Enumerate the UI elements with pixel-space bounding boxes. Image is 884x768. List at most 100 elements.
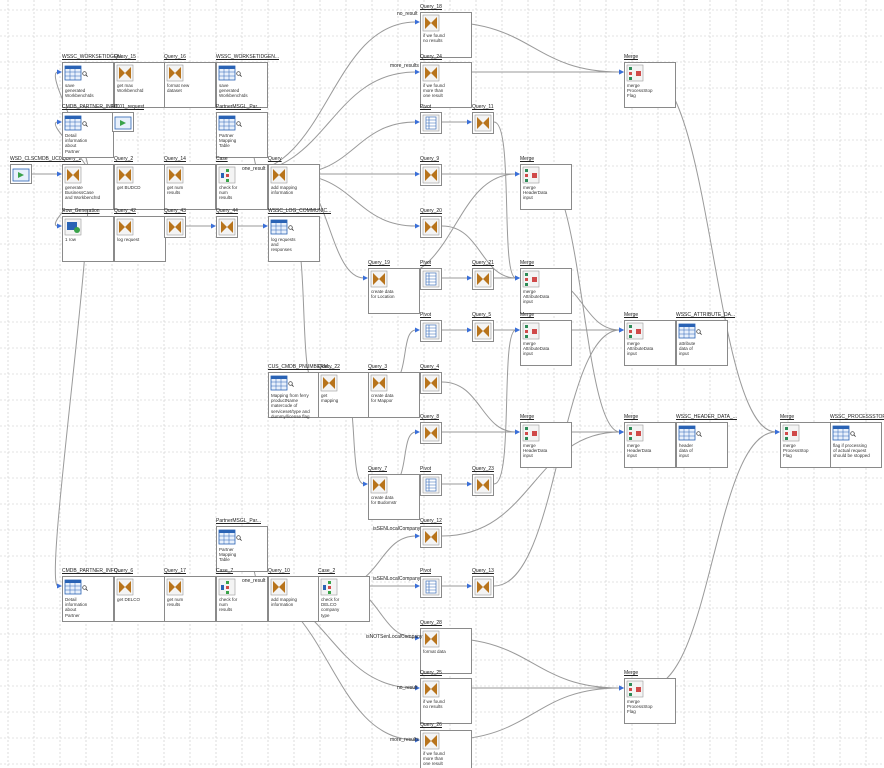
node-title[interactable]: WSSC_HEADER_DATA_... (676, 414, 737, 420)
node-title[interactable]: Case_7 (216, 568, 234, 574)
node-box[interactable]: log request (114, 216, 166, 262)
node-box[interactable]: get DELCO (114, 576, 166, 622)
node-box[interactable]: get mapping (318, 372, 370, 418)
node-title[interactable]: Query_44 (216, 208, 238, 214)
node-title[interactable]: Query_10 (268, 568, 290, 574)
node-box[interactable] (420, 526, 442, 548)
node-box[interactable]: check for num results (216, 576, 268, 622)
node-title[interactable]: Query_22 (318, 364, 340, 370)
node-box[interactable]: 1 row (62, 216, 114, 262)
node-title[interactable]: Query_9 (420, 156, 440, 162)
node-title[interactable]: CMDB_PARTNER_INFO... (62, 568, 122, 574)
node-title[interactable]: Row_Generation (62, 208, 100, 214)
node-box[interactable]: flag if processing of actual request sho… (830, 422, 882, 468)
node-title[interactable]: Pivot (420, 568, 432, 574)
node-box[interactable] (420, 576, 442, 598)
node-box[interactable]: merge AttributeData input (520, 320, 572, 366)
node-title[interactable]: WSD_CLSCMDB_UC01... (10, 156, 69, 162)
node-box[interactable]: create data for Location (368, 268, 420, 314)
node-title[interactable]: Query_23 (472, 466, 494, 472)
node-title[interactable]: Query_1 (62, 156, 82, 162)
node-box[interactable] (420, 216, 442, 238)
node-box[interactable] (216, 216, 238, 238)
node-title[interactable]: Pivot (420, 312, 432, 318)
node-box[interactable] (420, 422, 442, 444)
node-title[interactable]: WSSC_ATTRIBUTE_DA... (676, 312, 736, 318)
node-title[interactable]: Query (268, 156, 282, 162)
node-box[interactable]: if we found no results (420, 678, 472, 724)
node-title[interactable]: Pivot (420, 104, 432, 110)
node-title[interactable]: Query_18 (420, 4, 442, 10)
node-box[interactable]: merge AttributeData input (624, 320, 676, 366)
node-title[interactable]: Query_19 (368, 260, 390, 266)
node-box[interactable]: format new dataset (164, 62, 216, 108)
node-box[interactable]: Mapping from ferry productName matercode… (268, 372, 320, 419)
node-title[interactable]: Query_7 (368, 466, 388, 472)
node-box[interactable]: format data (420, 628, 472, 674)
node-title[interactable]: Query_14 (164, 156, 186, 162)
node-title[interactable]: CMDB_PARTNER_INFO... (62, 104, 122, 110)
node-title[interactable]: Merge (520, 414, 535, 420)
node-box[interactable]: Detail information about Partner (62, 576, 114, 622)
node-box[interactable] (10, 164, 32, 184)
node-title[interactable]: WSSC_WORKSETIDGEN... (216, 54, 280, 60)
node-box[interactable] (420, 474, 442, 496)
node-title[interactable]: Query_28 (420, 620, 442, 626)
node-title[interactable]: Case (216, 156, 228, 162)
node-box[interactable] (112, 112, 134, 132)
node-box[interactable] (472, 268, 494, 290)
node-title[interactable]: Query_3 (368, 364, 388, 370)
node-title[interactable]: Case_2 (318, 568, 336, 574)
node-box[interactable]: merge ProcessStop Flag (624, 678, 676, 724)
node-box[interactable]: check for num results (216, 164, 268, 210)
node-title[interactable]: Merge (520, 260, 535, 266)
node-title[interactable]: Query_25 (420, 670, 442, 676)
node-title[interactable]: Merge (624, 312, 639, 318)
node-title[interactable]: Merge (624, 670, 639, 676)
node-box[interactable]: merge AttributeData input (520, 268, 572, 314)
node-title[interactable]: PartnerMSGL_Par... (216, 104, 262, 110)
node-box[interactable]: merge HeaderData input (520, 422, 572, 468)
node-title[interactable]: WSSC_LOG_COMMUNIC... (268, 208, 332, 214)
node-box[interactable]: get max WorkbenchId (114, 62, 166, 108)
node-title[interactable]: WSSC_WORKSETIDGEN... (62, 54, 126, 60)
node-title[interactable]: Query_11 (472, 104, 494, 110)
node-box[interactable]: merge ProcessStop Flag (624, 62, 676, 108)
node-title[interactable]: Merge (780, 414, 795, 420)
node-box[interactable]: get num results (164, 164, 216, 210)
node-box[interactable]: log requests and responses (268, 216, 320, 262)
node-box[interactable] (420, 320, 442, 342)
node-title[interactable]: Query_26 (420, 722, 442, 728)
node-box[interactable]: generate BusinessCase and WorkbenchId (62, 164, 114, 210)
node-box[interactable]: save generated WorkbenchIds (216, 62, 268, 108)
node-title[interactable]: Pivot (420, 466, 432, 472)
node-box[interactable]: get num results (164, 576, 216, 622)
node-box[interactable] (420, 268, 442, 290)
node-title[interactable]: Query_16 (164, 54, 186, 60)
node-box[interactable] (420, 372, 442, 394)
node-title[interactable]: Merge (624, 414, 639, 420)
node-title[interactable]: Query_6 (114, 568, 134, 574)
node-box[interactable]: get BUDCD (114, 164, 166, 210)
node-title[interactable]: Merge (520, 156, 535, 162)
node-title[interactable]: Query_43 (164, 208, 186, 214)
node-title[interactable]: Query_15 (114, 54, 136, 60)
node-title[interactable]: PartnerMSGL_Par... (216, 518, 262, 524)
node-title[interactable]: Query_5 (472, 312, 492, 318)
node-title[interactable]: Query_13 (472, 568, 494, 574)
node-title[interactable]: Query_17 (164, 568, 186, 574)
node-title[interactable]: Query_12 (420, 518, 442, 524)
node-title[interactable]: CUS_CMDB_PNUMBERM... (268, 364, 333, 370)
node-box[interactable]: merge HeaderData input (520, 164, 572, 210)
node-box[interactable] (472, 320, 494, 342)
node-title[interactable]: Merge (624, 54, 639, 60)
node-box[interactable] (472, 474, 494, 496)
node-box[interactable]: Partner Mapping Table (216, 112, 268, 158)
node-box[interactable]: add mapping information (268, 164, 320, 210)
node-box[interactable]: save generated WorkbenchIds (62, 62, 114, 108)
node-box[interactable]: if we found more than one result (420, 730, 472, 768)
node-title[interactable]: Query_21 (472, 260, 494, 266)
node-title[interactable]: WSSC_PROCESSSTOPF... (830, 414, 884, 420)
node-box[interactable]: if we found no results (420, 12, 472, 58)
